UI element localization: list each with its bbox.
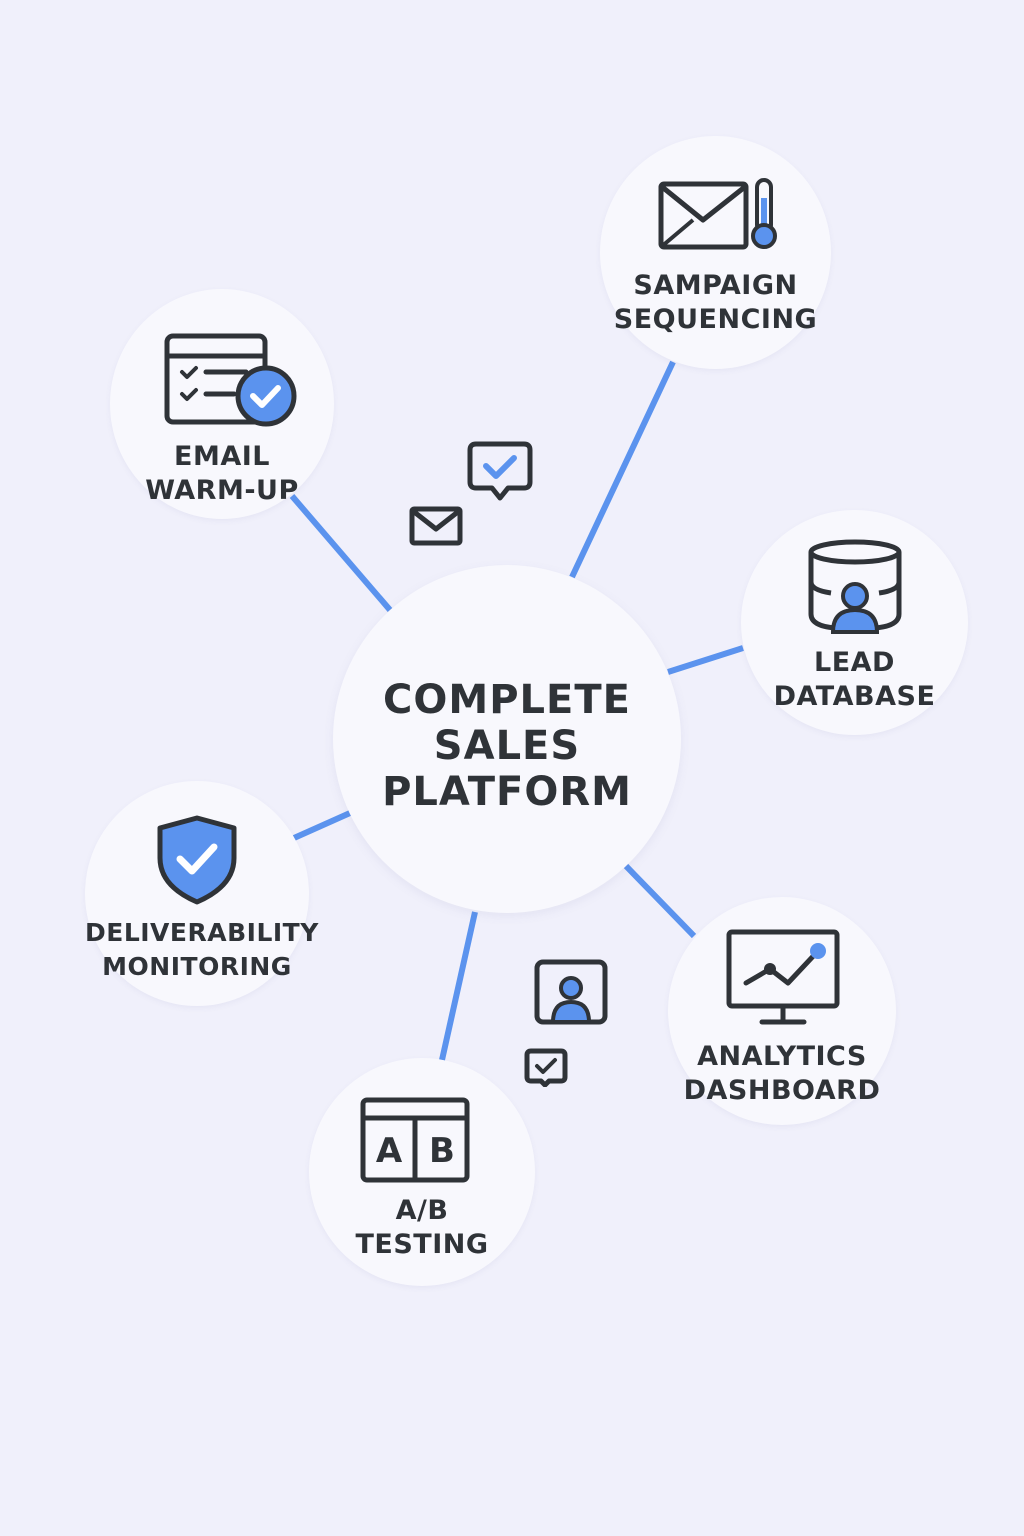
chat-check-icon <box>467 441 533 501</box>
connector-deliverability-monitoring <box>292 810 352 841</box>
feature-node-campaign-sequencing: SAMPAIGN SEQUENCING <box>600 136 831 369</box>
small-check-icon <box>524 1048 568 1087</box>
connector-email-warm-up <box>289 494 393 612</box>
feature-label-line: EMAIL <box>174 441 270 472</box>
checklist-badge-icon <box>164 333 297 427</box>
feature-label-line: MONITORING <box>102 952 292 981</box>
feature-label-line: DASHBOARD <box>683 1075 881 1106</box>
feature-label: EMAIL WARM-UP <box>110 440 334 508</box>
connector-lead-database <box>667 645 744 675</box>
center-title-line: PLATFORM <box>382 769 632 815</box>
feature-label-line: SEQUENCING <box>613 304 818 335</box>
center-title-line: COMPLETE <box>383 677 631 723</box>
monitor-chart-icon <box>726 929 840 1025</box>
ab-letter-b: B <box>429 1131 455 1171</box>
feature-label-line: ANALYTICS <box>697 1041 867 1072</box>
feature-node-deliverability-monitoring: DELIVERABILITY MONITORING <box>85 781 319 1006</box>
feature-label-line: LEAD <box>814 647 895 678</box>
feature-node-email-warm-up: EMAIL WARM-UP <box>110 289 334 519</box>
feature-label-line: DATABASE <box>773 681 936 712</box>
database-user-icon <box>808 539 902 634</box>
center-title: COMPLETE SALES PLATFORM <box>333 677 681 815</box>
feature-label-line: TESTING <box>355 1229 489 1260</box>
feature-label: A/B TESTING <box>309 1194 535 1262</box>
feature-label: ANALYTICS DASHBOARD <box>668 1040 896 1108</box>
feature-label-line: WARM-UP <box>145 475 299 506</box>
feature-label-line: DELIVERABILITY <box>85 918 319 947</box>
ab-window-icon: A B <box>360 1097 470 1183</box>
shield-check-icon <box>157 815 237 905</box>
feature-label: DELIVERABILITY MONITORING <box>85 916 319 984</box>
center-hub: COMPLETE SALES PLATFORM <box>333 565 681 913</box>
connector-ab-testing <box>439 911 478 1061</box>
envelope-icon <box>409 506 463 546</box>
user-frame-icon <box>534 959 608 1025</box>
feature-label: LEAD DATABASE <box>741 646 968 714</box>
feature-label-line: A/B <box>395 1195 449 1226</box>
feature-node-analytics-dashboard: ANALYTICS DASHBOARD <box>668 897 896 1125</box>
connector-campaign-sequencing <box>569 360 676 579</box>
feature-node-lead-database: LEAD DATABASE <box>741 510 968 735</box>
connector-analytics-dashboard <box>623 863 697 939</box>
feature-label-line: SAMPAIGN <box>633 270 798 301</box>
feature-node-ab-testing: A B A/B TESTING <box>309 1058 535 1286</box>
ab-letter-a: A <box>376 1131 403 1171</box>
feature-label: SAMPAIGN SEQUENCING <box>600 269 831 337</box>
center-title-line: SALES <box>433 723 581 769</box>
envelope-thermometer-icon <box>658 178 777 250</box>
